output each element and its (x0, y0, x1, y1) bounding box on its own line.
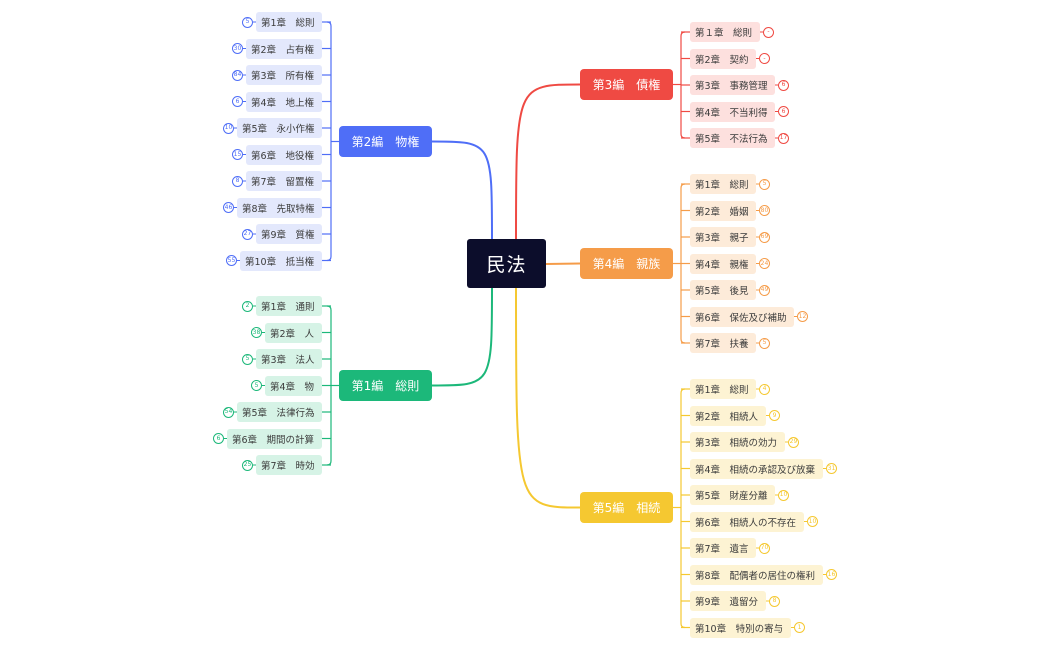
leaf-node[interactable]: 第2章 人 (265, 322, 322, 343)
count-badge: 6 (213, 433, 224, 444)
leaf-node[interactable]: 第6章 保佐及び補助 (690, 306, 794, 327)
count-badge: 16 (826, 569, 837, 580)
leaf-node[interactable]: 第2章 相続人 (690, 405, 766, 426)
leaf-node[interactable]: 第9章 遺留分 (690, 591, 766, 611)
leaf-node[interactable]: 第3章 所有権 (246, 65, 322, 85)
count-badge: 30 (232, 43, 243, 54)
count-badge: 8 (232, 175, 243, 187)
count-badge: 8 (769, 595, 780, 607)
leaf-node[interactable]: 第5章 永小作権 (237, 118, 322, 138)
count-badge: - (763, 26, 774, 38)
count-badge: 38 (251, 327, 262, 338)
branch-trunk-b2 (326, 21, 332, 262)
leaf-node[interactable]: 第1章 総則 (690, 379, 756, 399)
leaf-node[interactable]: 第2章 婚姻 (690, 200, 756, 221)
leaf-node[interactable]: 第2章 占有権 (246, 38, 322, 59)
count-badge: 27 (242, 228, 253, 240)
leaf-node[interactable]: 第4章 物 (265, 375, 322, 396)
leaf-node[interactable]: 第6章 地役権 (246, 144, 322, 165)
branch-node-b1[interactable]: 第1編 総則 (339, 370, 432, 401)
leaf-node[interactable]: 第3章 事務管理 (690, 75, 775, 95)
leaf-node[interactable]: 第6章 相続人の不存在 (690, 511, 804, 532)
leaf-node[interactable]: 第1章 総則 (690, 174, 756, 194)
count-badge: 80 (759, 205, 770, 216)
count-badge: 25 (242, 459, 253, 471)
count-badge: 15 (232, 149, 243, 160)
count-badge: 69 (759, 231, 770, 243)
count-badge: - (759, 53, 770, 64)
count-badge: 55 (226, 255, 237, 266)
count-badge: 2 (242, 300, 253, 312)
count-badge: 6 (232, 96, 243, 107)
leaf-node[interactable]: 第7章 留置権 (246, 171, 322, 191)
leaf-node[interactable]: 第10章 抵当権 (240, 250, 322, 271)
leaf-node[interactable]: 第1章 通則 (256, 296, 322, 316)
count-badge: 24 (759, 258, 770, 269)
count-badge: 17 (778, 132, 789, 144)
root-link-b4 (545, 262, 581, 265)
leaf-node[interactable]: 第8章 先取特権 (237, 197, 322, 218)
root-link-b1 (431, 287, 493, 387)
count-badge: 84 (232, 69, 243, 81)
leaf-node[interactable]: 第7章 扶養 (690, 333, 756, 353)
count-badge: 29 (788, 436, 799, 448)
leaf-node[interactable]: 第5章 法律行為 (237, 402, 322, 422)
count-badge: 5 (242, 353, 253, 365)
count-badge: 5 (251, 380, 262, 391)
leaf-node[interactable]: 第１章 総則 (690, 22, 760, 42)
branch-node-b4[interactable]: 第4編 親族 (580, 248, 673, 279)
root-link-b2 (431, 140, 493, 240)
leaf-node[interactable]: 第7章 時効 (256, 455, 322, 475)
leaf-node[interactable]: 第3章 親子 (690, 227, 756, 247)
count-badge: 9 (769, 410, 780, 421)
root-link-b3 (515, 83, 581, 240)
leaf-node[interactable]: 第2章 契約 (690, 48, 756, 69)
leaf-node[interactable]: 第9章 質権 (256, 224, 322, 244)
leaf-node[interactable]: 第5章 財産分離 (690, 485, 775, 505)
leaf-node[interactable]: 第4章 不当利得 (690, 101, 775, 122)
count-badge: 5 (759, 178, 770, 190)
leaf-node[interactable]: 第3章 法人 (256, 349, 322, 369)
branch-node-b5[interactable]: 第5編 相続 (580, 492, 673, 523)
leaf-node[interactable]: 第4章 相続の承認及び放棄 (690, 458, 823, 479)
leaf-node[interactable]: 第5章 不法行為 (690, 128, 775, 148)
leaf-node[interactable]: 第3章 相続の効力 (690, 432, 785, 452)
leaf-node[interactable]: 第1章 総則 (256, 12, 322, 32)
count-badge: 1 (794, 622, 805, 633)
leaf-node[interactable]: 第4章 地上権 (246, 91, 322, 112)
count-badge: 4 (759, 383, 770, 395)
count-badge: 6 (778, 79, 789, 91)
count-badge: 46 (223, 202, 234, 213)
root-node[interactable]: 民法 (467, 239, 546, 288)
branch-node-b3[interactable]: 第3編 債権 (580, 69, 673, 100)
count-badge: 10 (807, 516, 818, 527)
branch-trunk-b5 (680, 388, 686, 629)
count-badge: 6 (778, 106, 789, 117)
count-badge: 12 (797, 311, 808, 322)
count-badge: 54 (223, 406, 234, 418)
count-badge: 10 (223, 122, 234, 134)
count-badge: 49 (759, 284, 770, 296)
leaf-node[interactable]: 第5章 後見 (690, 280, 756, 300)
count-badge: 5 (759, 337, 770, 349)
count-badge: 5 (242, 16, 253, 28)
leaf-node[interactable]: 第10章 特別の寄与 (690, 617, 791, 638)
leaf-node[interactable]: 第8章 配偶者の居住の権利 (690, 564, 823, 585)
root-link-b5 (515, 287, 581, 509)
count-badge: 31 (826, 463, 837, 474)
leaf-node[interactable]: 第6章 期間の計算 (227, 428, 322, 449)
branch-node-b2[interactable]: 第2編 物権 (339, 126, 432, 157)
leaf-node[interactable]: 第7章 遺言 (690, 538, 756, 558)
count-badge: 70 (759, 542, 770, 554)
leaf-node[interactable]: 第4章 親権 (690, 253, 756, 274)
count-badge: 10 (778, 489, 789, 501)
